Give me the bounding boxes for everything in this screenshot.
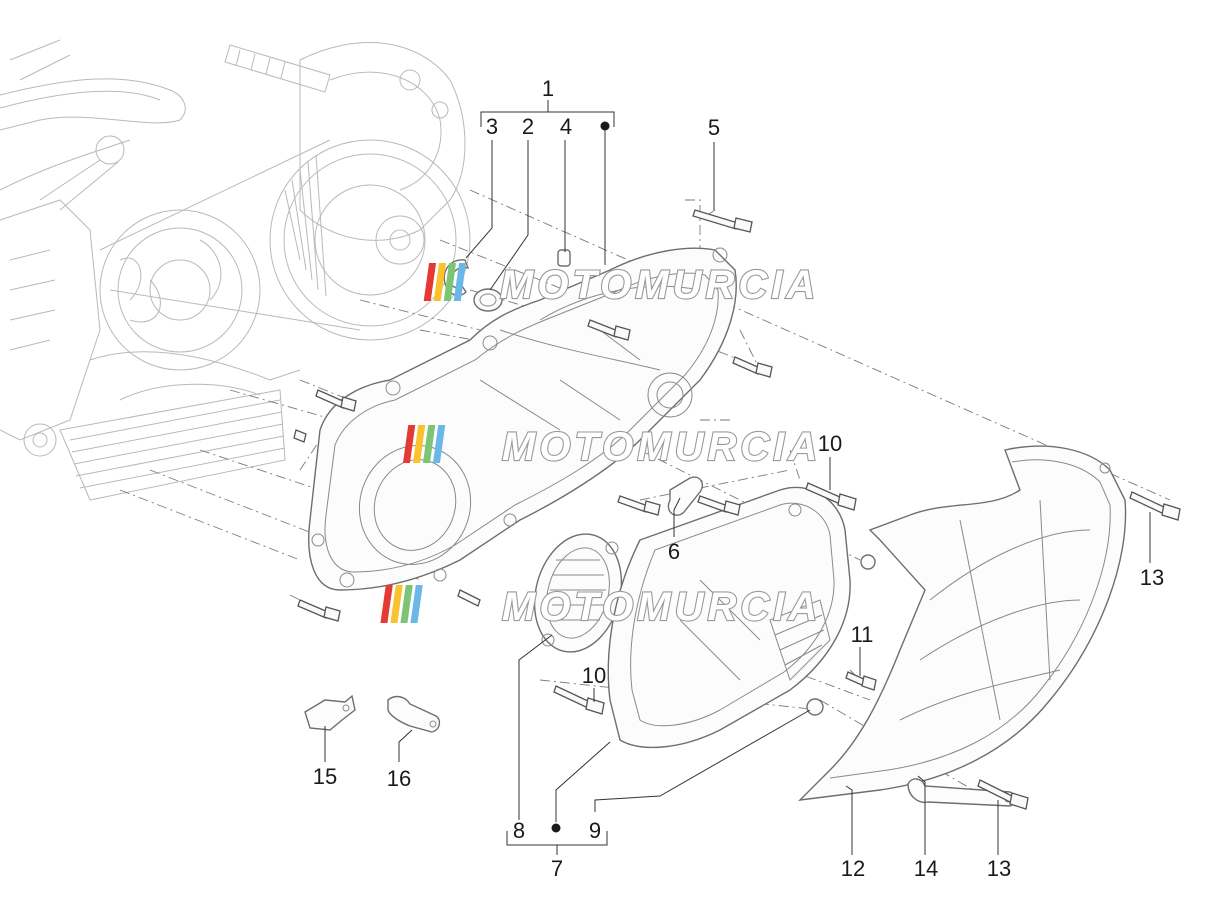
callout-10-top: 10 [818,431,842,456]
callout-11: 11 [851,622,874,647]
callout-12: 12 [841,856,865,881]
watermark-text-2: MOTOMURCIA [502,425,821,469]
callout-3: 3 [486,114,498,139]
callout-10-lower: 10 [582,663,606,688]
leader-lines [324,100,1151,855]
bolts [293,209,1181,810]
callout-14: 14 [914,856,938,881]
callout-5: 5 [708,115,720,140]
outer-cover-7 [607,486,851,749]
callout-2: 2 [522,114,534,139]
callout-16: 16 [387,766,411,791]
callout-8: 8 [513,818,525,843]
callout-6: 6 [668,539,680,564]
callout-1: 1 [542,76,554,101]
callout-15: 15 [313,764,337,789]
callout-13-bottom: 13 [987,856,1011,881]
watermark-text-3: MOTOMURCIA [502,585,821,629]
callout-9: 9 [589,818,601,843]
watermark-text-1: MOTOMURCIA [500,263,819,307]
bullet-dot-group7 [551,823,561,833]
watermark-2: MOTOMURCIA [402,424,821,470]
bullet-dot-group1 [600,121,610,131]
watermark-3: MOTOMURCIA [380,584,821,630]
callout-7: 7 [551,856,563,881]
engine-assembly [0,39,471,501]
watermark-1: MOTOMURCIA [423,262,819,308]
callout-4: 4 [560,114,572,139]
callout-13-right: 13 [1140,565,1164,590]
outer-shell-12 [798,445,1127,801]
callout-labels: 1 2 3 4 5 6 7 8 9 10 10 11 12 13 13 14 1… [313,76,1164,881]
